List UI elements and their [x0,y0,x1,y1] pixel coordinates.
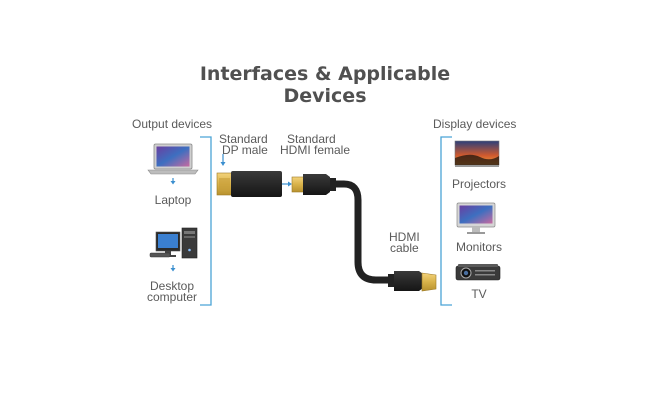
laptop-icon [147,143,199,175]
tv-label: TV [471,287,487,301]
laptop-label: Laptop [154,193,192,207]
dp-arrow-head-icon [220,162,226,166]
display-devices-bracket [440,136,452,306]
desktop-label-line-2: computer [146,290,198,304]
desktop-label-line-1: Desktop [149,279,195,293]
tv-projector-icon [455,264,501,281]
hdmi-cable-label-line-2: cable [390,241,419,255]
hdmi-cable-icon [332,180,394,284]
monitors-label: Monitors [455,240,502,254]
dp-male-label-line-2: DP male [222,143,268,157]
hdmi-female-arrow-head-icon [288,181,292,187]
hdmi-male-connector-icon [388,271,437,292]
output-devices-heading: Output devices [132,117,213,131]
hdmi-cable-label-line-1: HDMI [389,230,420,244]
dp-male-connector-icon [216,171,282,197]
display-devices-heading: Display devices [433,117,517,131]
desktop-arrow-head-icon [170,268,176,272]
monitor-icon [456,202,496,234]
hdmi-female-label-line-1: Standard [287,132,336,146]
output-devices-bracket [200,136,212,306]
hdmi-female-connector-icon [291,174,336,195]
desktop-computer-icon [149,227,198,259]
laptop-arrow-head-icon [170,181,176,185]
projectors-label: Projectors [451,177,507,191]
page-title-line-2: Devices [283,85,367,107]
hdmi-female-label-line-2: HDMI female [280,143,351,157]
projector-screen-icon [454,140,500,167]
page-title-line-1: Interfaces & Applicable [199,63,451,85]
dp-male-label-line-1: Standard [219,132,268,146]
